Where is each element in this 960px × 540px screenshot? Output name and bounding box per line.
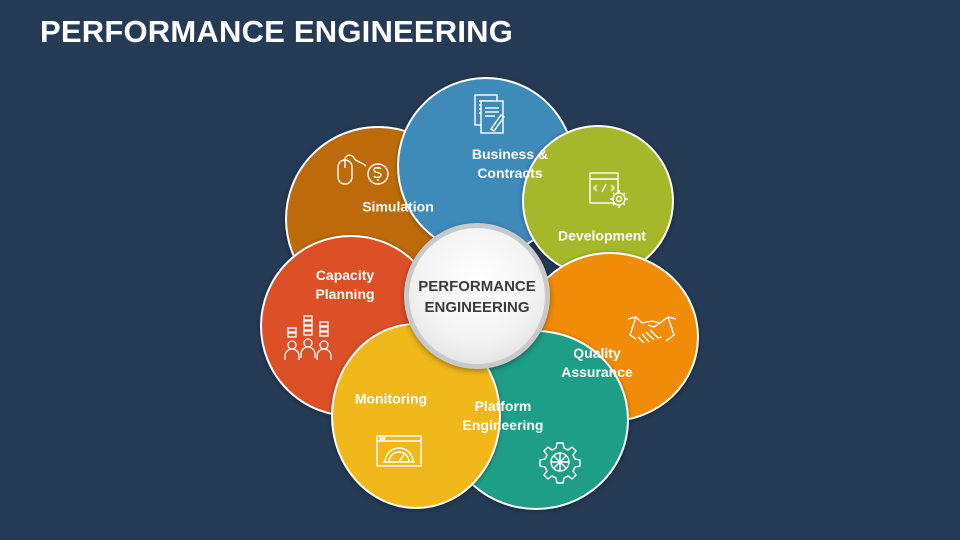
gear-icon (538, 440, 582, 484)
people-servers-icon (282, 314, 334, 364)
petal-label-quality: Quality Assurance (561, 345, 633, 380)
code-window-gear-icon (588, 171, 632, 211)
petal-development (522, 125, 674, 277)
petal-label-platform: Platform Engineering (462, 398, 544, 433)
mouse-dollar-icon (334, 152, 390, 188)
petal-label-business: Business & Contracts (471, 146, 549, 181)
petal-label-monitoring: Monitoring (354, 390, 428, 407)
petal-label-capacity: Capacity Planning (315, 267, 375, 302)
document-pen-icon (473, 93, 507, 135)
petal-label-development: Development (558, 227, 646, 244)
center-circle (404, 223, 550, 369)
page-title: PERFORMANCE ENGINEERING (40, 14, 514, 49)
center-label: PERFORMANCE ENGINEERING (418, 278, 536, 316)
petal-label-simulation: Simulation (362, 198, 434, 215)
handshake-icon (626, 313, 678, 349)
speedometer-window-icon (375, 434, 423, 468)
